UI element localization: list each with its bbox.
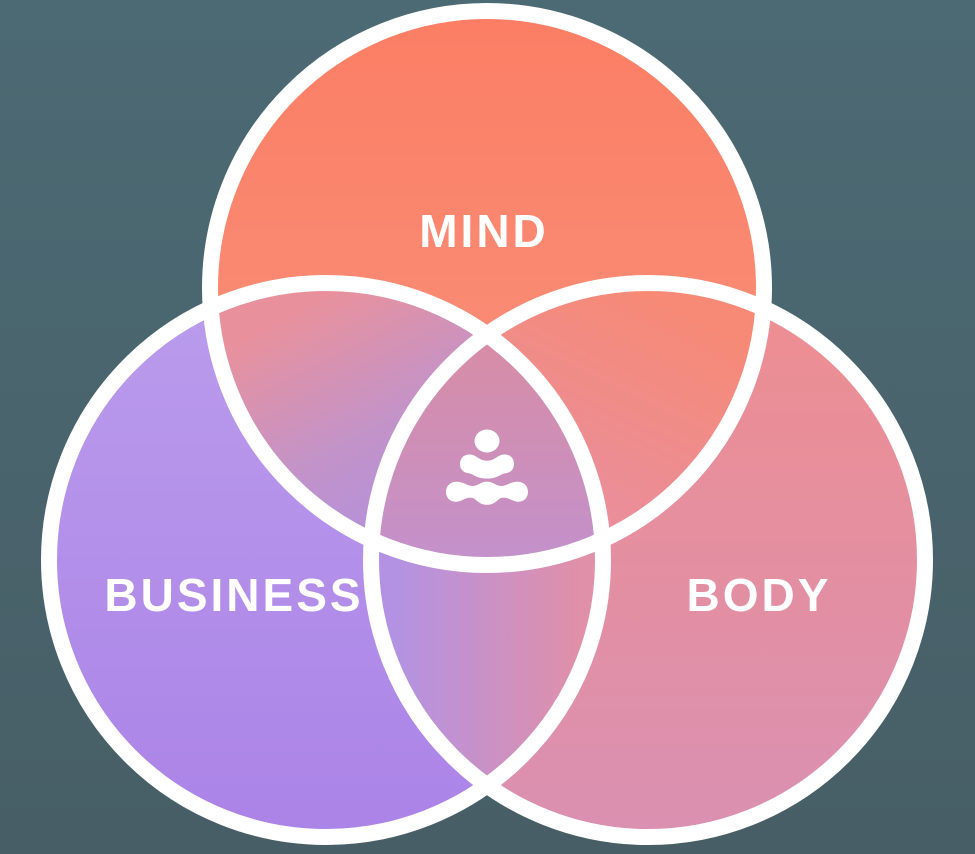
body-circle-ring: [363, 275, 933, 845]
mind-circle-ring: [202, 3, 772, 573]
meditation-icon: [446, 429, 528, 505]
mind-label: MIND: [419, 205, 549, 257]
business-circle-ring: [41, 275, 611, 845]
center-triple-overlap: [371, 283, 603, 565]
body-label: BODY: [687, 569, 832, 621]
business-label: BUSINESS: [104, 569, 363, 621]
